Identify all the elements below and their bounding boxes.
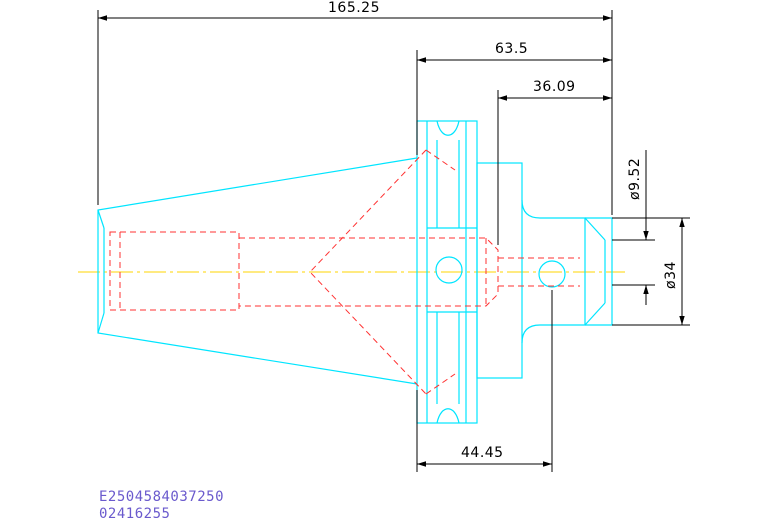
dim-flange-to-end: 63.5 (495, 41, 528, 57)
part-code-line-1: E2504584037250 (99, 489, 225, 505)
dim-flange-to-hole: 44.45 (461, 445, 504, 461)
tool-holder-outline (97, 120, 613, 424)
taper-outline (97, 157, 418, 385)
dim-overall-length: 165.25 (328, 0, 380, 16)
body-section (476, 162, 523, 379)
dimension-lines (97, 10, 690, 472)
part-code-line-2: 02416255 (99, 506, 171, 522)
hidden-features (109, 149, 580, 395)
pilot-nose (585, 217, 613, 326)
dim-body-diameter: ø34 (663, 261, 679, 289)
dim-pilot-diameter: ø9.52 (627, 158, 643, 200)
set-screw-hole (538, 260, 566, 288)
dim-collar-to-end: 36.09 (533, 79, 576, 95)
drive-slot-hole (435, 256, 463, 284)
